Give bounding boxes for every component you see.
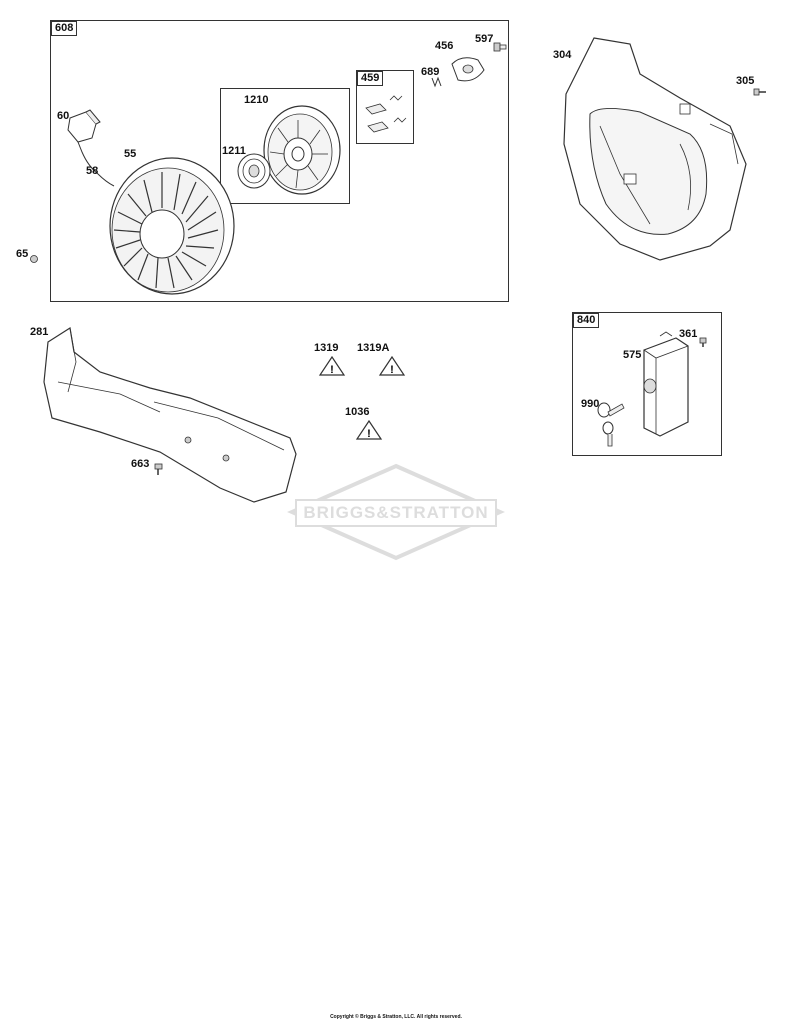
- starter-handle-drawing: [67, 109, 115, 187]
- callout-361: 361: [679, 328, 698, 340]
- callout-305: 305: [736, 75, 755, 87]
- warning-icon-1036: !: [355, 419, 383, 440]
- key-drawing: [597, 402, 625, 447]
- callout-597: 597: [475, 33, 494, 45]
- callout-689: 689: [421, 66, 440, 78]
- recoil-spring-drawing: [237, 153, 271, 189]
- callout-1319: 1319: [314, 342, 339, 354]
- screw-305-drawing: [753, 88, 766, 96]
- warning-icon-1319a: !: [378, 355, 406, 376]
- assembly-tag-459: 459: [357, 71, 384, 86]
- callout-990: 990: [581, 398, 600, 410]
- svg-text:!: !: [367, 428, 371, 440]
- callout-1210: 1210: [244, 94, 269, 106]
- screw-663-drawing: [154, 463, 163, 475]
- screw-597-drawing: [493, 42, 507, 52]
- callout-1211: 1211: [222, 145, 246, 157]
- assembly-box-459: [356, 70, 414, 144]
- assembly-box-608: [50, 20, 509, 302]
- assembly-tag-608: 608: [51, 21, 78, 36]
- switch-box-drawing: [643, 331, 689, 437]
- pulley-drawing: [263, 105, 341, 195]
- callout-55: 55: [124, 148, 137, 160]
- assembly-tag-840: 840: [573, 313, 600, 328]
- assembly-box-1210: [220, 88, 350, 204]
- blower-housing-drawing: [563, 37, 747, 261]
- copyright-footer: Copyright © Briggs & Stratton, LLC. All …: [330, 1014, 462, 1020]
- assembly-box-840: [572, 312, 722, 456]
- callout-60: 60: [57, 110, 70, 122]
- screw-65-drawing: [30, 255, 38, 263]
- callout-304: 304: [553, 49, 572, 61]
- callout-1319a: 1319A: [357, 342, 390, 354]
- svg-text:!: !: [330, 364, 334, 376]
- callout-663: 663: [131, 458, 150, 470]
- callout-575: 575: [623, 349, 642, 361]
- callout-1036: 1036: [345, 406, 370, 418]
- watermark-text: BRIGGS&STRATTON: [303, 503, 489, 522]
- screw-361-drawing: [699, 337, 707, 347]
- callout-65: 65: [16, 248, 29, 260]
- warning-icon-1319: !: [318, 355, 346, 376]
- spring-689-drawing: [431, 76, 442, 88]
- retainer-drawing: [451, 57, 485, 82]
- heat-shield-drawing: [43, 327, 297, 503]
- callout-58: 58: [86, 165, 99, 177]
- starter-housing-drawing: [109, 157, 235, 295]
- callout-281: 281: [30, 326, 49, 338]
- svg-text:!: !: [390, 364, 394, 376]
- briggs-stratton-watermark: [287, 463, 505, 561]
- callout-456: 456: [435, 40, 454, 52]
- pawl-kit-drawing: [365, 95, 407, 133]
